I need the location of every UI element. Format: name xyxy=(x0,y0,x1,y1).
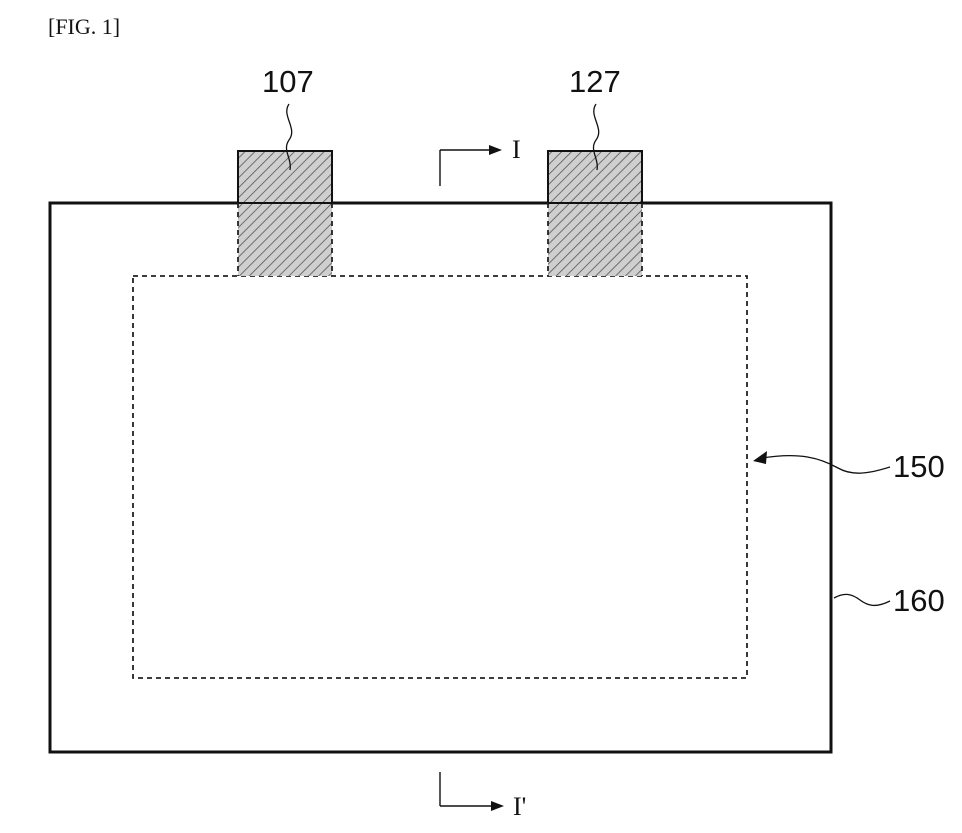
ref-160-leader xyxy=(834,594,890,605)
section-label-start: I xyxy=(512,135,521,164)
ref-160-label: 160 xyxy=(893,583,945,618)
ref-150-leader xyxy=(762,456,890,474)
tab-107 xyxy=(238,151,332,276)
figure-label: [FIG. 1] xyxy=(48,14,120,39)
ref-150-arrowhead xyxy=(753,451,767,464)
section-marker-bottom xyxy=(440,772,504,811)
ref-150-label: 150 xyxy=(893,449,945,484)
ref-107-label: 107 xyxy=(262,64,314,99)
section-label-end: I' xyxy=(513,792,526,821)
case-outline xyxy=(50,203,831,752)
electrode-assembly-outline xyxy=(133,276,747,678)
ref-127-label: 127 xyxy=(569,64,621,99)
section-marker-top xyxy=(440,145,502,186)
tab-127 xyxy=(548,151,642,276)
